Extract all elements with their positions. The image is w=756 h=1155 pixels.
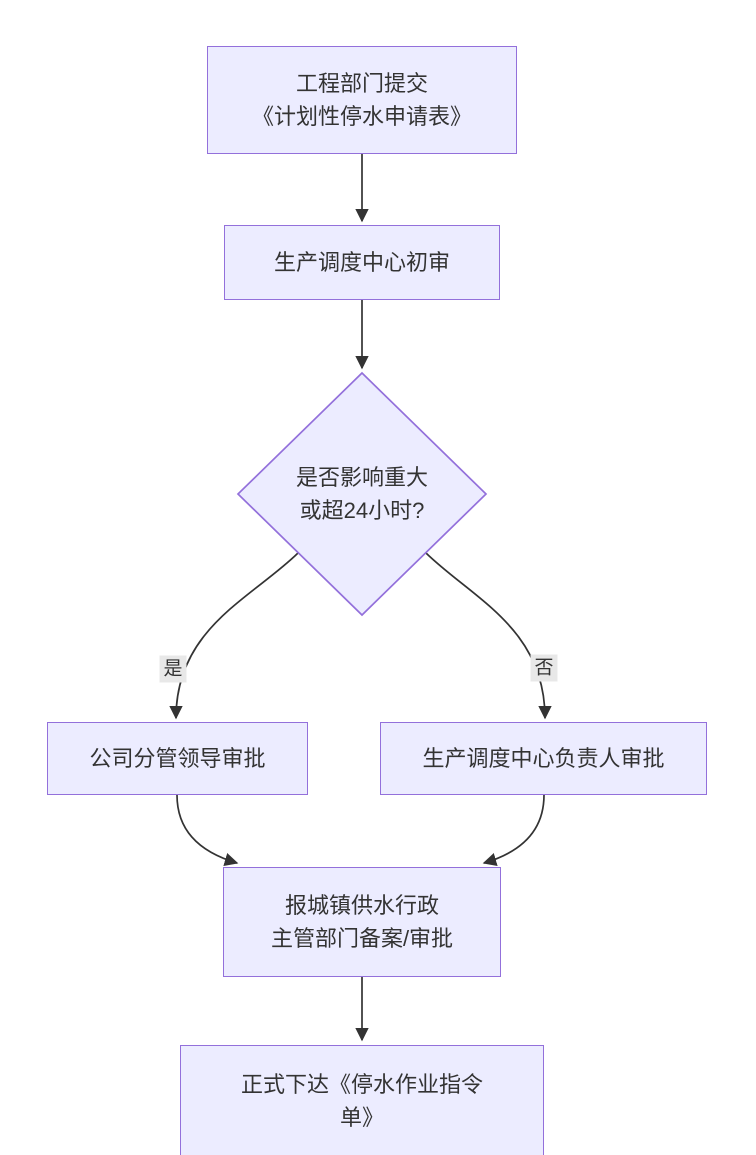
node-label-line: 《计划性停水申请表》 bbox=[251, 104, 472, 129]
node-label-line: 公司分管领导审批 bbox=[89, 746, 266, 771]
edge-label-no: 否 bbox=[530, 654, 558, 682]
node-decision-label: 是否影响重大 或超24小时? bbox=[242, 445, 482, 543]
edge-decision-no bbox=[425, 552, 552, 720]
node-label-line: 生产调度中心初审 bbox=[273, 250, 450, 275]
edge-label-yes: 是 bbox=[159, 655, 187, 683]
edge-label-text: 否 bbox=[534, 657, 554, 679]
node-label-line: 是否影响重大 bbox=[295, 465, 428, 490]
node-label-line: 或超24小时? bbox=[299, 498, 425, 523]
node-label-line: 主管部门备案/审批 bbox=[270, 926, 454, 951]
node-center-head-approval: 生产调度中心负责人审批 bbox=[380, 722, 707, 795]
node-label-line: 正式下达《停水作业指令 bbox=[240, 1072, 483, 1097]
edge-leader-to-report bbox=[176, 794, 239, 867]
node-label-line: 工程部门提交 bbox=[295, 71, 428, 96]
node-label-line: 报城镇供水行政 bbox=[284, 893, 439, 918]
decision-diamond-shape bbox=[236, 371, 488, 617]
node-initial-review: 生产调度中心初审 bbox=[224, 225, 500, 300]
node-label-line: 生产调度中心负责人审批 bbox=[422, 746, 665, 771]
edge-decision-yes bbox=[169, 552, 299, 720]
node-leader-approval: 公司分管领导审批 bbox=[47, 722, 308, 795]
edge-label-text: 是 bbox=[163, 658, 183, 680]
edge-head-to-report bbox=[482, 794, 545, 867]
node-submit: 工程部门提交 《计划性停水申请表》 bbox=[207, 46, 517, 154]
node-report-filing: 报城镇供水行政 主管部门备案/审批 bbox=[223, 867, 501, 977]
node-label-line: 单》 bbox=[339, 1105, 384, 1130]
node-issue-order: 正式下达《停水作业指令 单》 bbox=[180, 1045, 544, 1155]
